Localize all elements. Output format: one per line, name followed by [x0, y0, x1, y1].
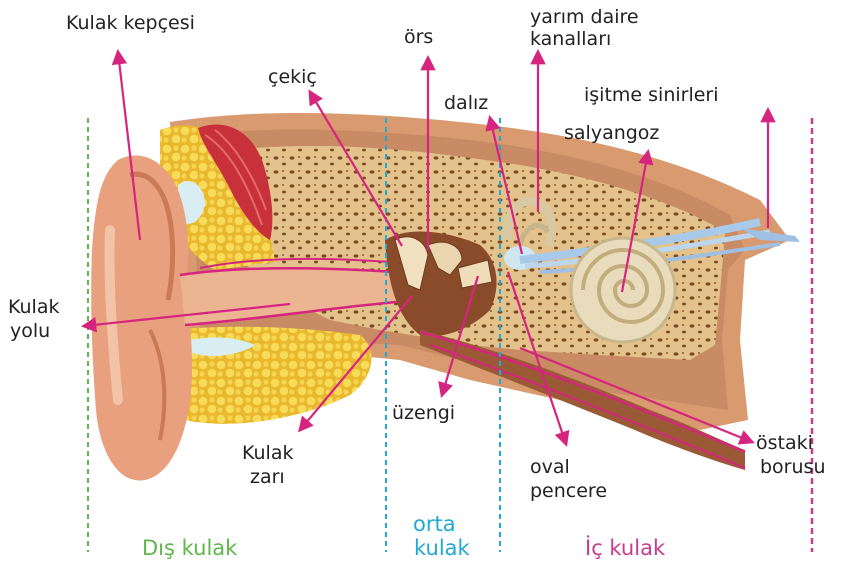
label-kulak-yolu-2: yolu: [10, 320, 50, 342]
section-ic-kulak: İç kulak: [585, 536, 665, 560]
label-ostaki-borusu-1: östaki: [756, 432, 813, 454]
section-dis-kulak: Dış kulak: [142, 536, 237, 560]
label-oval-pencere-1: oval: [530, 456, 570, 478]
label-kulak-zari-1: Kulak: [242, 442, 293, 464]
pinna: [91, 155, 192, 480]
label-yarim-daire-2: kanalları: [530, 28, 611, 50]
label-daliz: dalız: [444, 92, 488, 114]
label-oval-pencere-2: pencere: [530, 480, 607, 502]
label-isitme-sinirleri: işitme sinirleri: [584, 84, 719, 106]
label-kulak-zari-2: zarı: [250, 466, 285, 488]
label-salyangoz: salyangoz: [564, 122, 659, 144]
label-kulak-yolu-1: Kulak: [8, 296, 59, 318]
section-orta-kulak-1: orta: [413, 512, 456, 536]
label-kulak-kepcesi: Kulak kepçesi: [66, 12, 195, 34]
label-ostaki-borusu-2: borusu: [760, 456, 825, 478]
label-cekic: çekiç: [268, 66, 317, 88]
section-orta-kulak-2: kulak: [414, 536, 470, 560]
label-uzengi: üzengi: [392, 402, 455, 424]
label-yarim-daire-1: yarım daire: [530, 6, 639, 28]
label-ors: örs: [404, 26, 433, 48]
